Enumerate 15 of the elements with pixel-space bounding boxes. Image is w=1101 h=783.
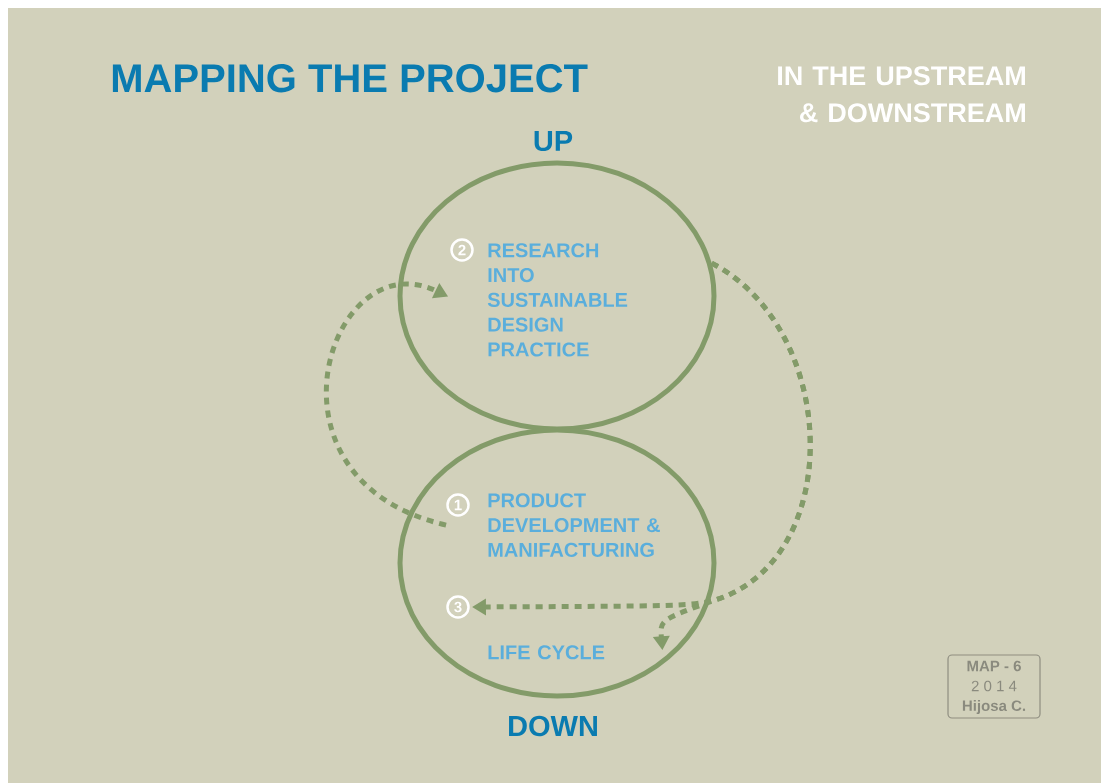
circle-outline	[397, 427, 717, 699]
title: MAPPING THE PROJECT	[112, 64, 588, 93]
step-text: LIFE CYCLE	[488, 645, 605, 660]
numbered-step: 2 RESEARCH INTO SUSTAINABLE DESIGN PRACTICE	[450, 238, 628, 357]
stamp-text: 2 0 1 4	[971, 680, 1017, 692]
subtitle: IN THE UPSTREAM & DOWNSTREAM	[778, 66, 1025, 123]
axis-label: DOWN	[509, 715, 597, 737]
numbered-step: 1 PRODUCT DEVELOPMENT & MANIFACTURING	[446, 493, 660, 557]
node-label: RESEARCH INTO SUSTAINABLE DESIGN PRACTICE	[487, 243, 628, 357]
axis-label: UP	[534, 130, 573, 152]
stamp-text: Hijosa C.	[962, 700, 1026, 714]
stamp-text: MAP - 6	[967, 660, 1021, 672]
circle-outline	[397, 160, 717, 432]
numbered-step: 3	[446, 595, 470, 619]
node-label: PRODUCT DEVELOPMENT & MANIFACTURING	[488, 493, 660, 557]
